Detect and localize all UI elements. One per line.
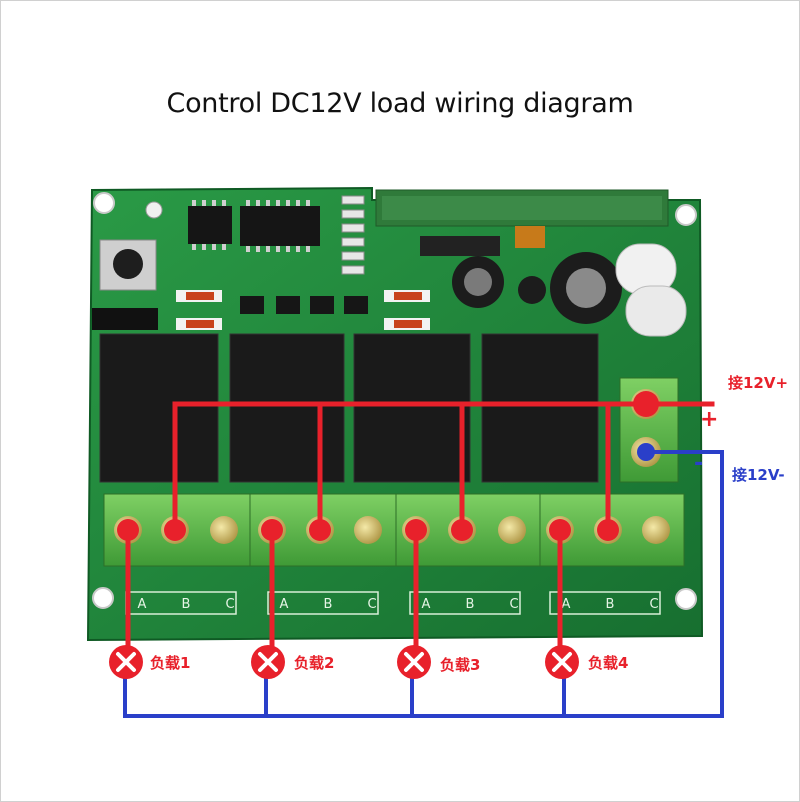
relays bbox=[99, 333, 599, 483]
positive-wires bbox=[125, 401, 715, 653]
ic-chip bbox=[240, 206, 320, 246]
terminal-label-c: C bbox=[225, 597, 234, 612]
mounting-hole bbox=[93, 192, 115, 214]
ic-chip bbox=[188, 206, 232, 244]
supply-positive-label: 接12V+ bbox=[728, 374, 788, 392]
load-label-1: 负载1 bbox=[150, 654, 190, 672]
lamp-icon bbox=[397, 645, 431, 679]
minus-sign: - bbox=[694, 451, 703, 476]
terminal-label-b: B bbox=[182, 597, 191, 612]
relay-4 bbox=[481, 333, 599, 483]
positive-connection-dots bbox=[117, 391, 659, 541]
terminal-label-c: C bbox=[367, 597, 376, 612]
positive-bus-wire bbox=[172, 401, 715, 533]
negative-bus-wire bbox=[123, 450, 724, 718]
mounting-hole bbox=[92, 587, 114, 609]
relay-2 bbox=[229, 333, 345, 483]
relay-1 bbox=[99, 333, 219, 483]
supply-negative-label: 接12V- bbox=[732, 466, 785, 484]
load-label-3: 负载3 bbox=[440, 656, 480, 674]
learn-push-button bbox=[99, 239, 157, 291]
terminal-label-c: C bbox=[509, 597, 518, 612]
lamp-icon bbox=[109, 645, 143, 679]
mounting-hole bbox=[675, 588, 697, 610]
terminal-label-a: A bbox=[138, 597, 147, 612]
terminal-label-a: A bbox=[562, 597, 571, 612]
terminal-label-b: B bbox=[324, 597, 333, 612]
terminal-label-b: B bbox=[466, 597, 475, 612]
transistors bbox=[240, 296, 368, 314]
relay-3 bbox=[353, 333, 471, 483]
load-lamps bbox=[109, 645, 579, 679]
terminal-label-a: A bbox=[280, 597, 289, 612]
rf-receiver-module bbox=[375, 189, 669, 256]
diodes bbox=[176, 290, 430, 330]
antenna-coil bbox=[615, 243, 687, 337]
mounting-hole bbox=[675, 204, 697, 226]
lamp-icon bbox=[545, 645, 579, 679]
header-pins bbox=[92, 308, 158, 330]
capacitors bbox=[452, 252, 622, 324]
plus-sign: + bbox=[700, 407, 718, 432]
diagram-title: Control DC12V load wiring diagram bbox=[166, 88, 634, 119]
load-label-2: 负载2 bbox=[294, 654, 334, 672]
led-indicator bbox=[145, 201, 163, 219]
terminal-label-c: C bbox=[649, 597, 658, 612]
lamp-icon bbox=[251, 645, 285, 679]
ic-chips bbox=[188, 195, 365, 275]
negative-wires bbox=[123, 450, 724, 718]
negative-connection-dot bbox=[637, 443, 655, 461]
terminal-label-a: A bbox=[422, 597, 431, 612]
terminal-label-b: B bbox=[606, 597, 615, 612]
load-label-4: 负载4 bbox=[588, 654, 628, 672]
